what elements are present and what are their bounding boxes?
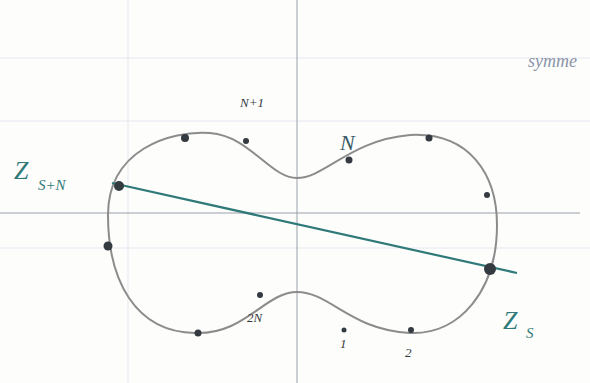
margin-note: symme [528, 52, 577, 70]
symmetry-line [112, 183, 517, 273]
point-label: N [340, 132, 355, 154]
y-axis [297, 0, 298, 383]
peanut-curve [108, 133, 497, 333]
point-name: Z [14, 158, 28, 184]
point-subscript: S+N [38, 178, 66, 193]
point-label: 2 [405, 346, 412, 359]
point-subscript: S [526, 326, 534, 341]
x-axis [0, 213, 580, 214]
point-label: 1 [340, 337, 347, 350]
point-name: Z [503, 308, 517, 334]
point-label: N+1 [240, 96, 264, 109]
point-label: 2N [247, 311, 262, 324]
curve-points [104, 134, 497, 337]
